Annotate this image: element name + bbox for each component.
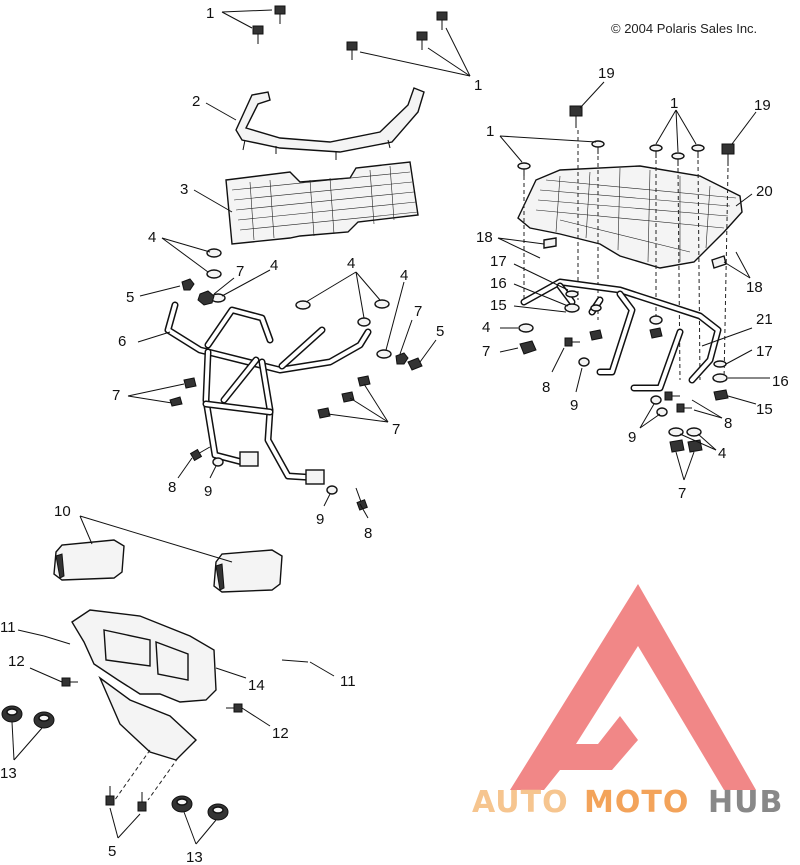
callout-5a: 5 — [126, 289, 134, 306]
callout-8c: 8 — [542, 379, 550, 396]
callout-13a: 13 — [0, 765, 17, 782]
callout-8b: 8 — [364, 525, 372, 542]
part-front-rack-mat — [225, 161, 419, 245]
callout-20: 20 — [756, 183, 773, 200]
rear-rack-pads — [543, 237, 727, 269]
callout-10: 10 — [54, 503, 71, 520]
callout-2: 2 — [192, 93, 200, 110]
callout-4f: 4 — [718, 445, 726, 462]
rear-guide-lines — [523, 130, 729, 381]
callout-7e: 7 — [482, 343, 490, 360]
callout-4c: 4 — [347, 255, 355, 272]
callout-4e: 4 — [482, 319, 490, 336]
callout-1a: 1 — [206, 5, 214, 22]
callout-17a: 17 — [490, 253, 507, 270]
callout-1d: 1 — [670, 95, 678, 112]
callout-16a: 16 — [490, 275, 507, 292]
callout-14: 14 — [248, 677, 265, 694]
callout-18a: 18 — [476, 229, 493, 246]
callout-17b: 17 — [756, 343, 773, 360]
brand-moto: MOTO — [584, 785, 689, 820]
callout-7f: 7 — [678, 485, 686, 502]
callout-9b: 9 — [316, 511, 324, 528]
rear-top-bolts — [517, 105, 735, 176]
callout-18b: 18 — [746, 279, 763, 296]
callout-1b: 1 — [474, 77, 482, 94]
callout-11b: 11 — [340, 673, 356, 690]
part-rear-rack — [517, 165, 743, 269]
automotohub-wordmark: AUTO MOTO HUB — [472, 785, 783, 820]
callout-19a: 19 — [598, 65, 615, 82]
callout-6: 6 — [118, 333, 126, 350]
callout-16b: 16 — [772, 373, 789, 390]
part-front-bumper — [71, 609, 217, 805]
callout-12b: 12 — [272, 725, 289, 742]
callout-12a: 12 — [8, 653, 25, 670]
callout-9d: 9 — [628, 429, 636, 446]
front-lower-bolts — [189, 446, 368, 511]
callout-7d: 7 — [392, 421, 400, 438]
callout-5c: 5 — [108, 843, 116, 860]
brand-auto: AUTO — [472, 785, 569, 820]
part-guard-bracket — [235, 87, 425, 153]
callout-9c: 9 — [570, 397, 578, 414]
rear-hardware-left — [518, 290, 663, 367]
callout-5b: 5 — [436, 323, 444, 340]
callout-15a: 15 — [490, 297, 507, 314]
callout-4d: 4 — [400, 267, 408, 284]
callout-7c: 7 — [112, 387, 120, 404]
callout-4b: 4 — [270, 257, 278, 274]
part-front-rack-frame — [164, 301, 372, 485]
rear-hardware-right — [650, 360, 729, 453]
callout-11a: 11 — [0, 619, 16, 636]
front-top-bolts — [252, 5, 448, 60]
front-nuts — [169, 278, 423, 419]
callout-7a: 7 — [236, 263, 244, 280]
callout-21: 21 — [756, 311, 773, 328]
callout-13b: 13 — [186, 849, 203, 865]
part-rear-rack-frame — [520, 278, 722, 392]
callout-8d: 8 — [724, 415, 732, 432]
part-headlights — [53, 539, 283, 593]
callout-8a: 8 — [168, 479, 176, 496]
callout-3: 3 — [180, 181, 188, 198]
callout-19b: 19 — [754, 97, 771, 114]
callout-4a: 4 — [148, 229, 156, 246]
callout-15b: 15 — [756, 401, 773, 418]
automotohub-logo-mark — [510, 584, 756, 790]
brand-hub: HUB — [708, 785, 783, 820]
bumper-hardware — [1, 635, 309, 821]
callout-9a: 9 — [204, 483, 212, 500]
callout-7b: 7 — [414, 303, 422, 320]
front-washers — [206, 248, 392, 359]
copyright-text: © 2004 Polaris Sales Inc. — [611, 21, 757, 36]
callout-1c: 1 — [486, 123, 494, 140]
